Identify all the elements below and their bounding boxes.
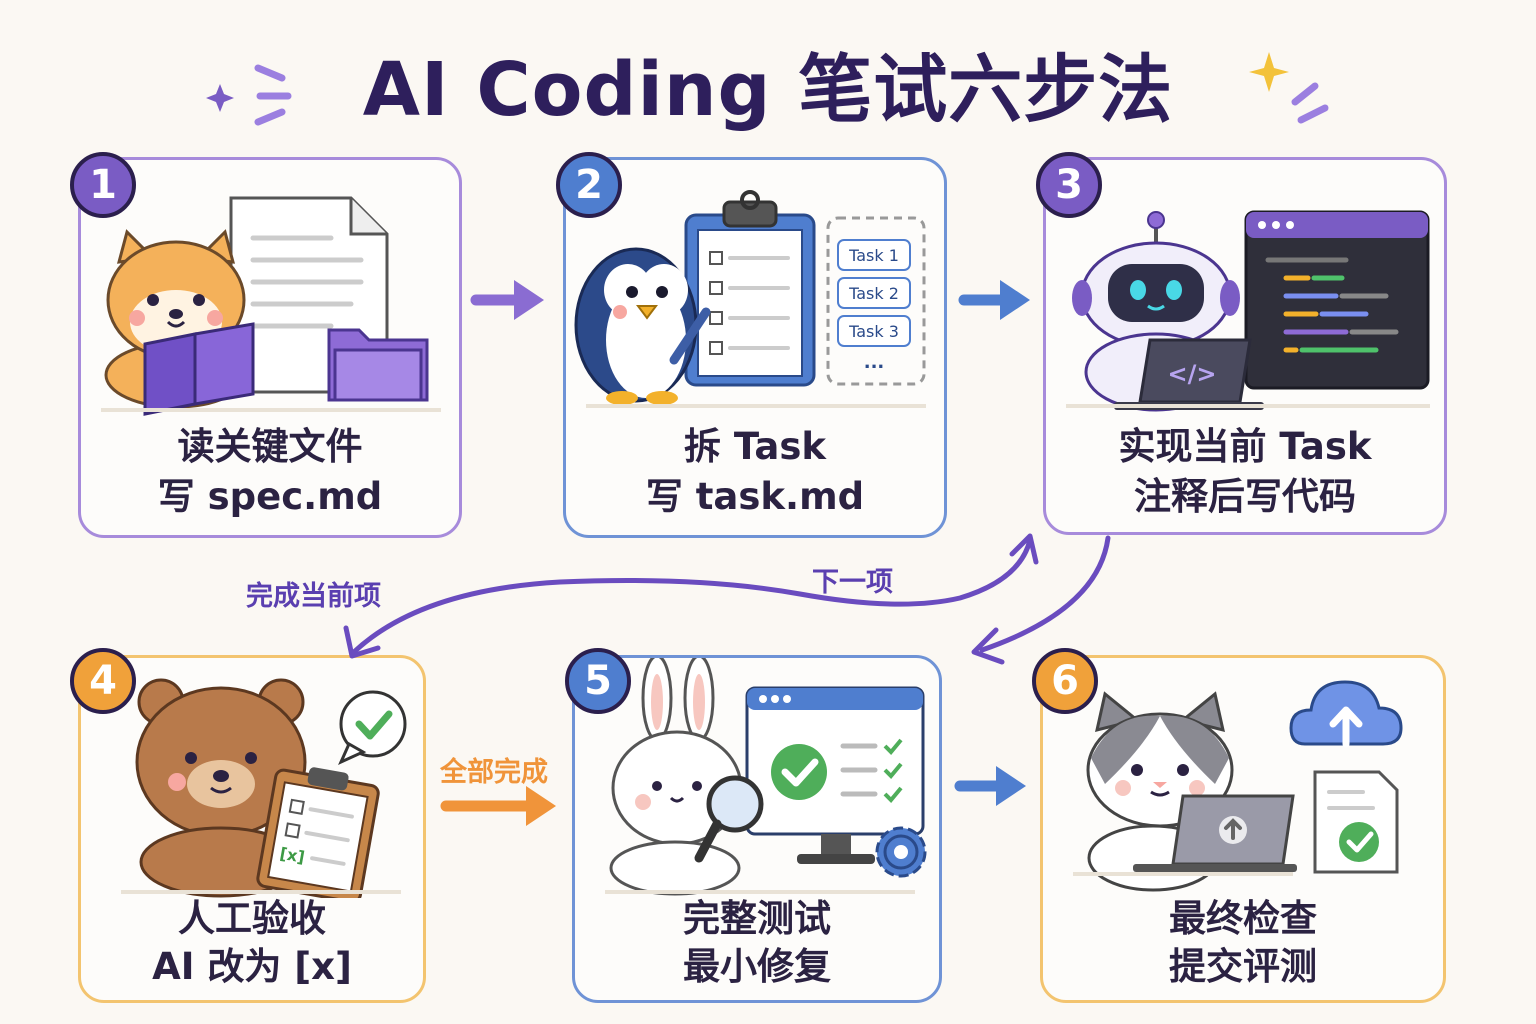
task-2-label: Task 2 [848,284,899,303]
step-4-line1: 人工验收 [178,897,326,940]
pen-icon [669,307,711,365]
step-6-line2: 提交评测 [1169,945,1317,988]
step-card-6: 最终检查 提交评测 [1040,655,1446,1003]
task-1-label: Task 1 [848,246,899,265]
step-5-badge: 5 [565,648,631,714]
step-card-5: 完整测试 最小修复 [572,655,942,1003]
page-title: AI Coding 笔试六步法 [362,47,1174,133]
sparkle-decoration-left [206,64,292,126]
penguin-clipboard-illustration: Task 1 Task 2 Task 3 ... [574,190,926,408]
step-2-badge: 2 [556,152,622,218]
arrow-step4-to-step5 [440,786,556,826]
bear-clipboard-illustration: [x] [121,678,407,898]
step-4-badge: 4 [70,648,136,714]
monitor-icon [745,686,925,864]
book-icon [143,322,255,416]
code-editor-window [1244,210,1430,390]
task-3-label: Task 3 [848,322,899,341]
arrow-step1-to-step2 [470,280,544,320]
arrow-step5-to-step6 [954,766,1026,806]
flow-label-all-done: 全部完成 [440,757,548,788]
step-card-4: [x] 人工验收 AI 改为 [x] [78,655,426,1003]
step-2-line2: 写 task.md [645,475,865,518]
arrow-step3-to-step5 [971,535,1111,665]
step-6-line1: 最终检查 [1169,897,1317,940]
bunny-testing-illustration [605,658,927,896]
robot-coding-illustration: </> [1066,210,1430,412]
step-2-line1: 拆 Task [684,425,826,468]
gear-icon [875,826,927,878]
step-3-badge: 3 [1036,152,1102,218]
cat-submit-illustration [1073,680,1403,892]
svg-text:</>: </> [1168,360,1217,388]
task-more-label: ... [864,352,885,373]
cloud-upload-icon [1289,680,1403,748]
step-1-line2: 写 spec.md [157,475,383,518]
folder-icon [327,328,429,402]
clipboard-icon: [x] [256,767,380,898]
step-card-3: </> 实现当前 Task 注释后写代码 [1043,157,1447,535]
bunny-icon [609,658,743,896]
step-6-badge: 6 [1032,648,1098,714]
checked-box-label: [x] [278,844,306,867]
step-5-line2: 最小修复 [683,945,831,988]
flow-label-complete-current: 完成当前项 [246,581,381,612]
step-1-badge: 1 [70,152,136,218]
sparkle-decoration-right [1249,52,1329,124]
clipboard-icon [684,190,816,387]
step-4-line2: AI 改为 [x] [152,945,352,988]
arrow-step2-to-step3 [958,280,1030,320]
check-speech-bubble [338,690,407,765]
step-1-line1: 读关键文件 [177,425,363,468]
step-3-line1: 实现当前 Task [1118,425,1372,468]
shiba-reading-illustration [101,196,441,416]
file-check-icon [1313,770,1399,874]
step-card-2: Task 1 Task 2 Task 3 ... 拆 Task 写 task.m… [563,157,947,538]
penguin-icon [574,247,698,405]
arrow-loop-step4-step3 [343,533,1039,659]
step-card-1: 读关键文件 写 spec.md [78,157,462,538]
step-3-line2: 注释后写代码 [1134,475,1356,518]
laptop-icon [1133,794,1297,872]
magnifier-icon [694,775,764,863]
step-5-line1: 完整测试 [683,897,831,940]
flow-label-next-item: 下一项 [812,567,893,598]
